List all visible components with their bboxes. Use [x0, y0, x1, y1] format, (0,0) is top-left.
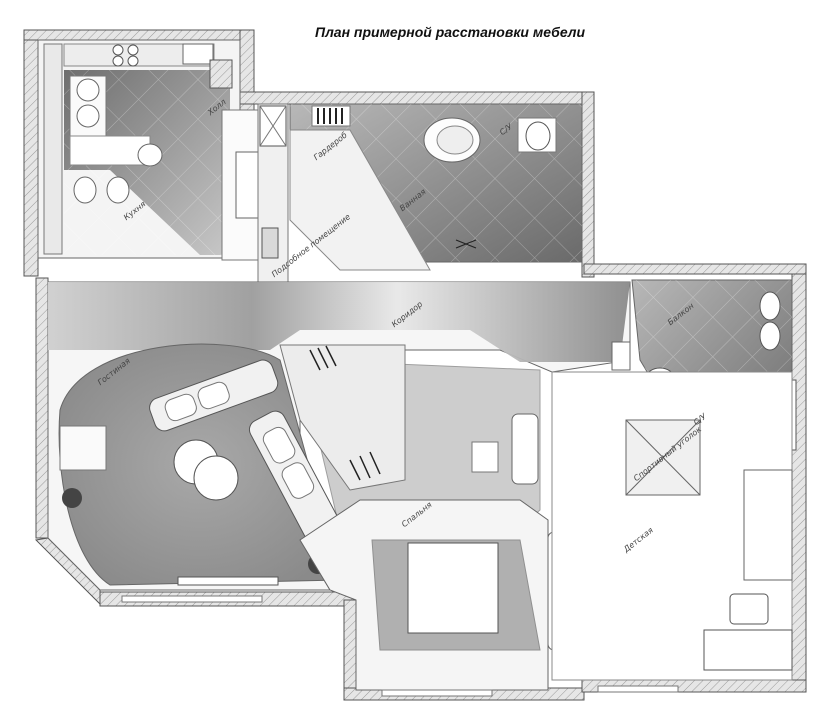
kitchen — [37, 39, 241, 259]
windows — [121, 595, 679, 697]
plan-title: План примерной расстановки мебели — [315, 24, 586, 40]
hall — [221, 103, 289, 285]
living-corridor — [47, 281, 631, 591]
bathroom — [289, 103, 583, 271]
children-room — [551, 279, 797, 681]
